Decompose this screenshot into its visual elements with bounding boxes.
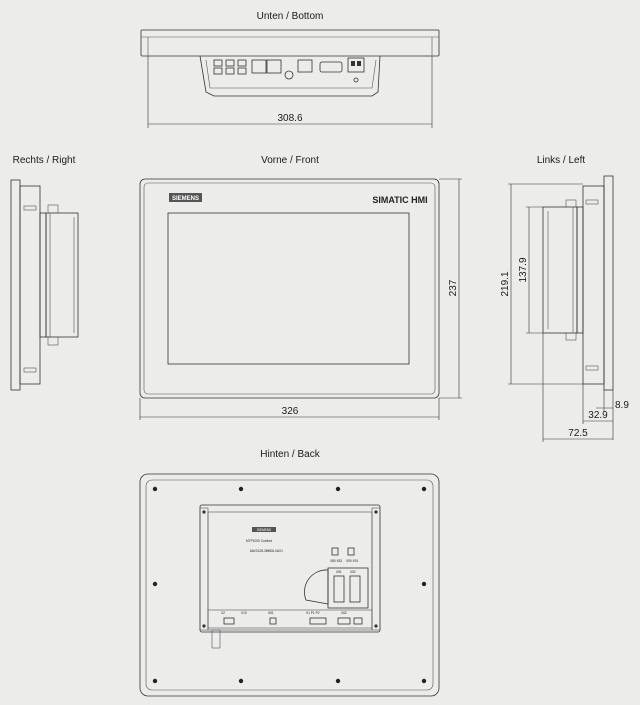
- back-view-title: Hinten / Back: [260, 449, 320, 460]
- siemens-logo-front: [169, 193, 202, 202]
- front-brand-text: SIMATIC HMI: [372, 195, 427, 205]
- bottom-view: [140, 29, 440, 97]
- back-order-text: 6AV2128-3MB06-0AX1: [250, 549, 283, 553]
- dim-front-height: 237: [439, 178, 462, 399]
- bottom-view-title: Unten / Bottom: [257, 11, 324, 22]
- svg-text:X80 X81: X80 X81: [330, 559, 342, 563]
- front-view-title: Vorne / Front: [261, 155, 319, 166]
- svg-text:X52: X52: [350, 570, 356, 574]
- svg-text:X10: X10: [241, 611, 247, 615]
- back-view: SIEMENS MTP1000 Comfort 6AV2128-3MB06-0A…: [139, 473, 440, 697]
- svg-text:32.9: 32.9: [588, 410, 608, 421]
- front-view: SIEMENS SIMATIC HMI: [139, 178, 440, 399]
- left-view-title: Links / Left: [537, 155, 586, 166]
- svg-text:X90 X91: X90 X91: [346, 559, 358, 563]
- dim-side-depths: 8.9 32.9 72.5: [542, 333, 629, 442]
- left-view: [542, 175, 614, 391]
- svg-text:X62: X62: [341, 611, 347, 615]
- svg-text:137.9: 137.9: [518, 257, 529, 282]
- back-logo-text: SIEMENS: [257, 528, 271, 532]
- dim-side-height: 219.1: [500, 183, 583, 385]
- svg-text:72.5: 72.5: [568, 428, 588, 439]
- svg-text:X51: X51: [336, 570, 342, 574]
- dim-front-width: 326: [139, 398, 440, 420]
- svg-text:326: 326: [282, 406, 299, 417]
- right-view: [10, 179, 79, 391]
- svg-text:X2: X2: [221, 611, 225, 615]
- svg-text:X1 P1 P2: X1 P1 P2: [306, 611, 320, 615]
- svg-text:237: 237: [448, 279, 459, 296]
- back-model-text: MTP1000 Comfort: [246, 539, 272, 543]
- svg-text:308.6: 308.6: [277, 113, 302, 124]
- dim-side-inner-height: 137.9: [518, 206, 543, 334]
- svg-text:X61: X61: [268, 611, 274, 615]
- right-view-title: Rechts / Right: [13, 155, 76, 166]
- svg-text:219.1: 219.1: [500, 271, 511, 296]
- dim-bottom-width: 308.6: [147, 56, 433, 128]
- front-logo-text: SIEMENS: [172, 196, 199, 202]
- svg-text:8.9: 8.9: [615, 400, 629, 411]
